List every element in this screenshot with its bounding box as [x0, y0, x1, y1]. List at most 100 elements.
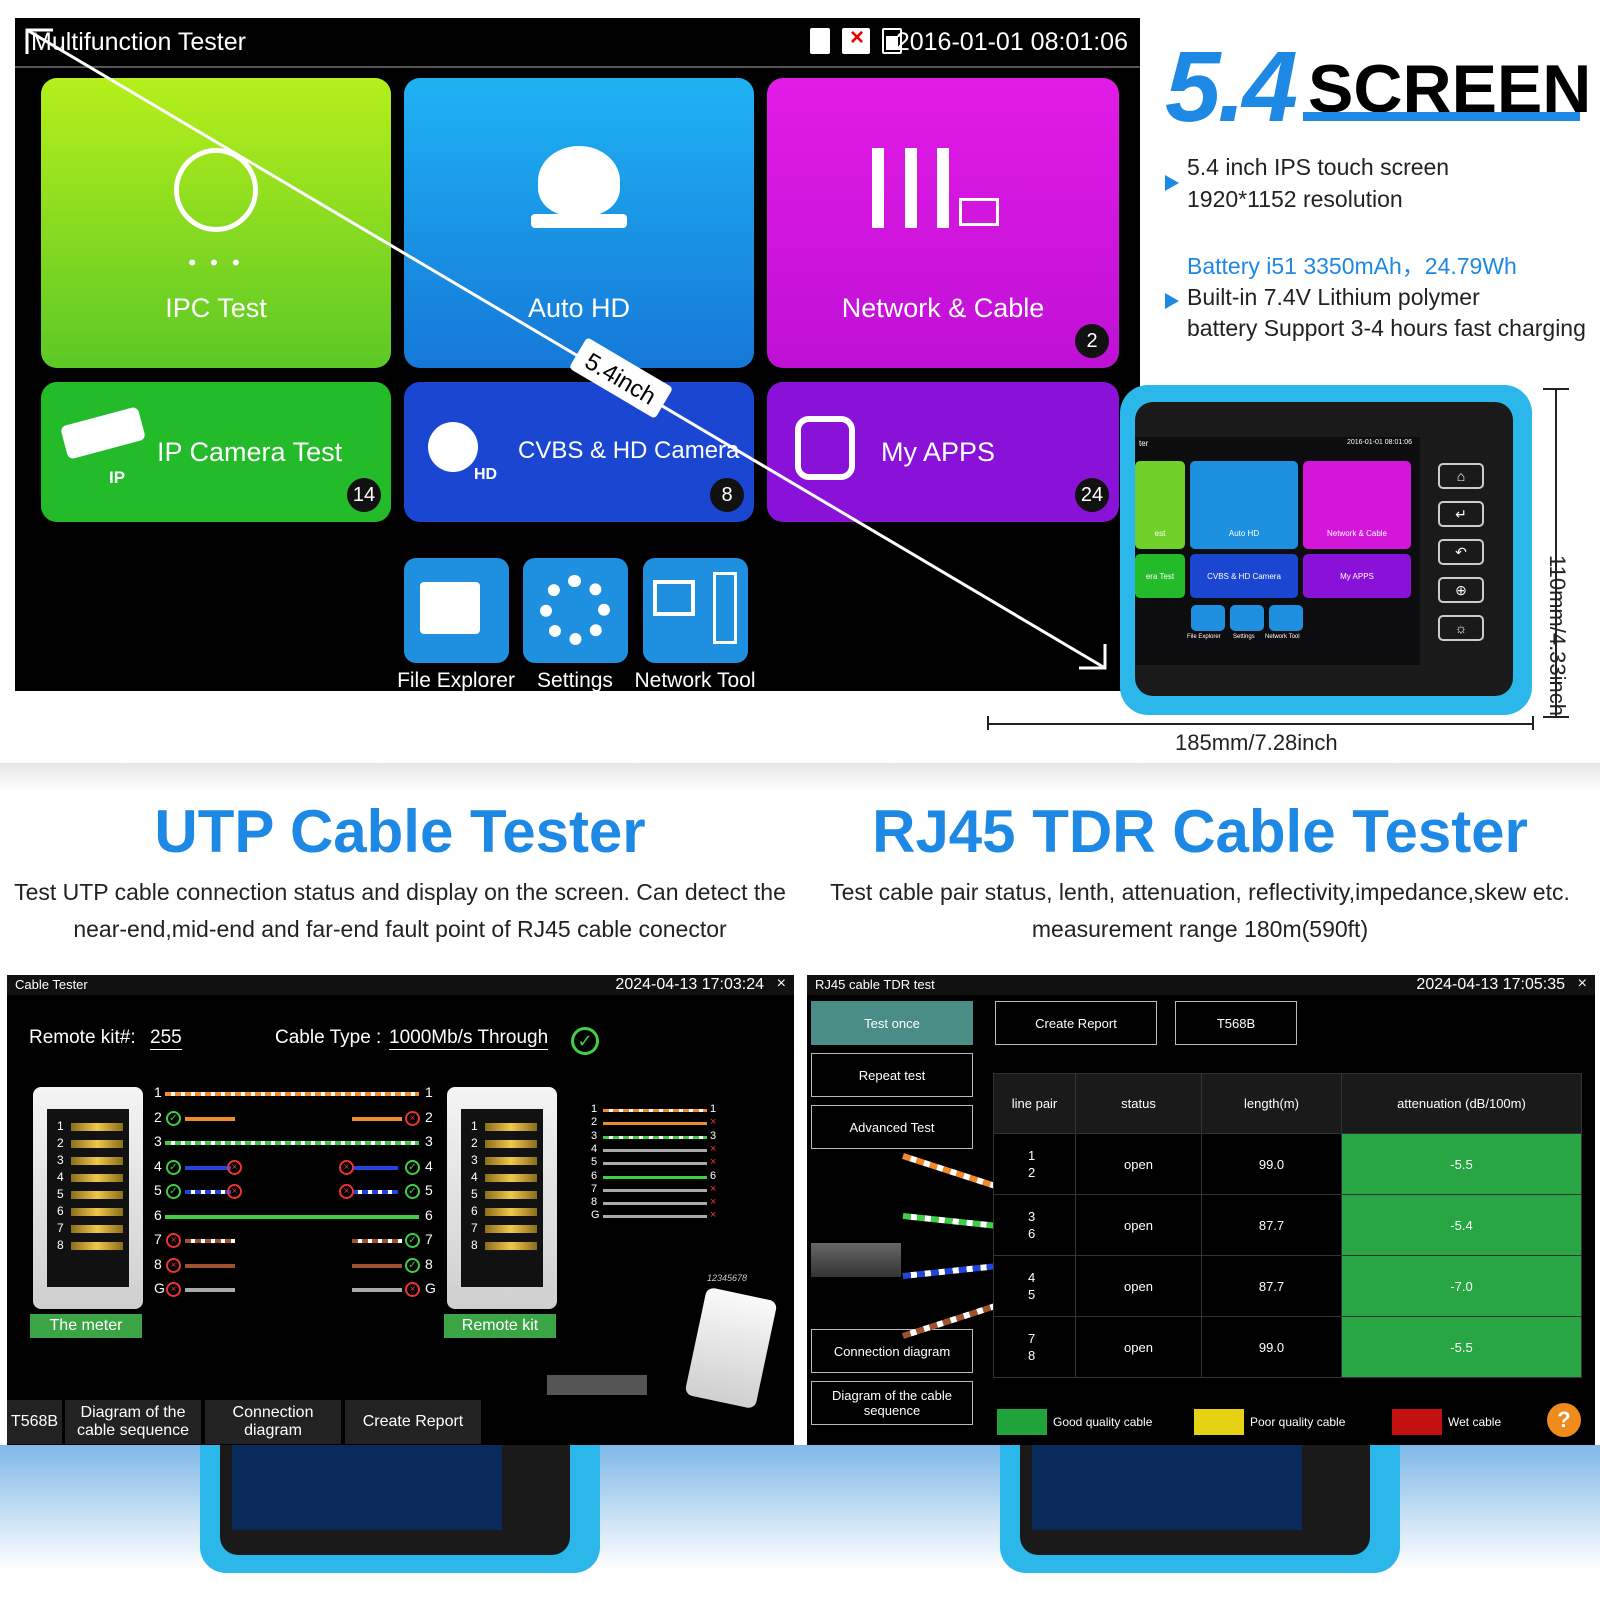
- width-dimension-label: 185mm/7.28inch: [1175, 730, 1338, 755]
- test-once-button[interactable]: Test once: [811, 1001, 973, 1045]
- wire-number-right: 3: [425, 1133, 433, 1149]
- network-tool-icon: [642, 558, 748, 663]
- error-icon: ×: [227, 1184, 242, 1199]
- wire-segment-left: [185, 1190, 231, 1194]
- t568b-button[interactable]: T568B: [7, 1400, 62, 1444]
- height-dimension-label: 110mm/4.33inch: [1545, 555, 1570, 717]
- mini-wire-number: G: [591, 1209, 600, 1222]
- tdr-tester-screen: RJ45 cable TDR test 2024-04-13 17:05:35 …: [807, 975, 1595, 1445]
- meter-label: The meter: [30, 1314, 142, 1338]
- tile-label: Auto HD: [527, 293, 631, 323]
- tdr-device-screen: [1032, 1445, 1302, 1530]
- status-bar: RJ45 cable TDR test 2024-04-13 17:05:35 …: [807, 975, 1595, 995]
- ptz-camera-icon: [428, 422, 478, 472]
- help-icon[interactable]: ?: [1547, 1403, 1581, 1437]
- connection-diagram-button[interactable]: Connection diagram: [811, 1329, 973, 1373]
- error-icon: ×: [339, 1184, 354, 1199]
- device-light-button: ☼: [1438, 615, 1484, 641]
- wire-number-left: 8: [154, 1255, 162, 1272]
- cable-sequence-button[interactable]: Diagram of the cable sequence: [65, 1400, 201, 1444]
- pin-number: 2: [57, 1136, 64, 1150]
- pair-wire-a: 4: [1028, 1270, 1036, 1285]
- mini-wire-number: 4: [591, 1142, 598, 1155]
- status-datetime: 2024-04-13 17:05:35: [1416, 976, 1565, 993]
- device-screen: ter 2016-01-01 08:01:06 est Auto HD Netw…: [1135, 437, 1420, 665]
- screen-underline: [1303, 112, 1580, 121]
- tile-my-apps[interactable]: My APPS 24: [767, 382, 1119, 522]
- device-enter-button: ↵: [1438, 501, 1484, 527]
- legend-good-swatch: [997, 1409, 1047, 1435]
- legend-good-label: Good quality cable: [1053, 1415, 1153, 1429]
- advanced-test-button[interactable]: Advanced Test: [811, 1105, 973, 1149]
- ipc-camera-icon: [174, 148, 258, 232]
- length-cell: 99.0: [1201, 1316, 1342, 1378]
- mini-tile-label: est: [1154, 529, 1166, 538]
- utp-device-screen: [232, 1445, 502, 1530]
- app-network-tool[interactable]: Network Tool: [625, 558, 765, 693]
- wire-line: [165, 1092, 419, 1096]
- connection-diagram-button[interactable]: Connection diagram: [205, 1400, 341, 1444]
- t568b-button[interactable]: T568B: [1175, 1001, 1297, 1045]
- column-header: attenuation (dB/100m): [1341, 1073, 1582, 1134]
- pin-number: 6: [471, 1204, 478, 1218]
- attenuation-cell: -5.5: [1341, 1133, 1582, 1195]
- mini-wire-number: 8: [591, 1196, 598, 1209]
- close-icon[interactable]: ×: [1577, 975, 1587, 992]
- pin-number: 1: [57, 1119, 64, 1133]
- screen-title: Cable Tester: [15, 977, 88, 992]
- mini-wire-number: 5: [591, 1156, 598, 1169]
- app-file-explorer[interactable]: File Explorer: [393, 558, 519, 693]
- connector-pin: [71, 1225, 123, 1233]
- check-icon: ✓: [166, 1159, 181, 1175]
- wire-number-right: 4: [425, 1157, 433, 1174]
- tile-network-cable[interactable]: Network & Cable 2: [767, 78, 1119, 368]
- apps-icon: [795, 416, 855, 480]
- mini-tile: Auto HD: [1190, 461, 1298, 549]
- pin-number: 6: [57, 1204, 64, 1218]
- pin-number: 1: [471, 1119, 478, 1133]
- tdr-heading: RJ45 TDR Cable Tester: [872, 798, 1528, 865]
- tile-auto-hd[interactable]: Auto HD: [404, 78, 754, 368]
- mini-wire-line: [603, 1135, 707, 1139]
- tile-ipc-test[interactable]: • • • IPC Test: [41, 78, 391, 368]
- remote-id: 12345678: [707, 1273, 748, 1283]
- cable-connector-icon: [905, 148, 917, 228]
- mini-title: ter: [1139, 439, 1149, 448]
- cable-sequence-button[interactable]: Diagram of the cable sequence: [811, 1381, 973, 1425]
- bullet-arrow-icon: [1165, 175, 1179, 191]
- legend-poor-label: Poor quality cable: [1250, 1415, 1346, 1429]
- tile-label: Network & Cable: [841, 293, 1045, 323]
- pair-wire-a: 7: [1028, 1331, 1036, 1346]
- connector-pin: [485, 1225, 537, 1233]
- status-icons: [810, 24, 902, 54]
- cable-type-value: 1000Mb/s Through: [389, 1027, 549, 1050]
- connector-pin: [71, 1123, 123, 1131]
- create-report-button[interactable]: Create Report: [995, 1001, 1157, 1045]
- tile-ip-camera-test[interactable]: IP IP Camera Test 14: [41, 382, 391, 522]
- ip-label: IP: [109, 468, 126, 487]
- close-icon[interactable]: ×: [776, 975, 786, 992]
- folder-shape: [419, 582, 480, 634]
- wire-number-left: 7: [154, 1231, 162, 1247]
- mini-wire-end: 1: [710, 1103, 717, 1115]
- tile-badge: 2: [1075, 324, 1109, 358]
- tdr-desc-line2: measurement range 180m(590ft): [1031, 916, 1369, 942]
- column-header: status: [1075, 1073, 1202, 1134]
- tile-cvbs-hd-camera[interactable]: HD CVBS & HD Camera 8: [404, 382, 754, 522]
- mini-wire-end: ×: [710, 1182, 717, 1195]
- create-report-button[interactable]: Create Report: [345, 1400, 481, 1444]
- mini-app-label: Settings: [1233, 634, 1255, 640]
- wire-number-right: G: [425, 1280, 436, 1296]
- pin-number: 5: [471, 1187, 478, 1201]
- repeat-test-button[interactable]: Repeat test: [811, 1053, 973, 1097]
- app-settings[interactable]: Settings: [512, 558, 638, 693]
- twisted-pair-line: [902, 1213, 1007, 1230]
- length-cell: 87.7: [1201, 1194, 1342, 1256]
- folder-icon: [403, 558, 509, 663]
- wire-segment-right: [352, 1165, 398, 1170]
- pin-number: 5: [57, 1187, 64, 1201]
- main-screen: Multifunction Tester 2016-01-01 08:01:06…: [15, 18, 1140, 693]
- wire-number-right: 1: [425, 1084, 433, 1100]
- spec-line1: 5.4 inch IPS touch screen: [1187, 154, 1450, 180]
